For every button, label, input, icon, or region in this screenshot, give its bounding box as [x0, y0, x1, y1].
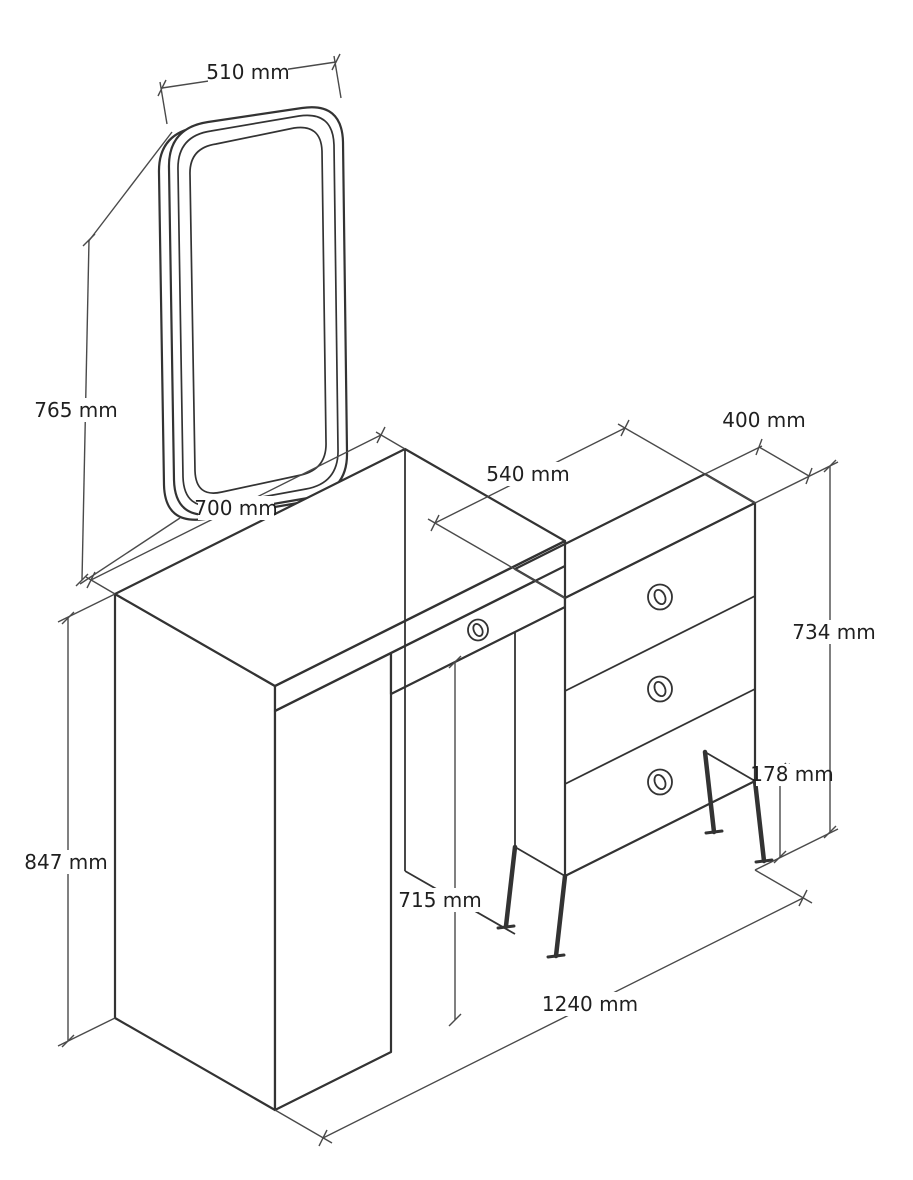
- chest-bottom-side-edge: [704, 751, 756, 782]
- dimension-desk-width: 700 mm: [85, 426, 406, 595]
- dimension-mirror-height: 765 mm: [34, 131, 181, 587]
- dim-label-total-width: 1240 mm: [542, 992, 638, 1016]
- dim-label-knee-clearance: 715 mm: [398, 888, 482, 912]
- dimension-desk-height: 847 mm: [24, 593, 116, 1048]
- chest-side-bottom-edge: [514, 846, 566, 877]
- dim-label-chest-height: 734 mm: [792, 620, 876, 644]
- drawer-divider: [564, 595, 756, 692]
- chest-front-right-leg: [752, 778, 774, 864]
- dimension-chest-depth: 400 mm: [704, 408, 813, 485]
- vanity-desk: [113, 447, 567, 1112]
- dimension-leg-height: 178 mm: [750, 762, 834, 864]
- chest-drawer-handle-icon: [647, 768, 673, 796]
- dimension-knee-clearance: 715 mm: [398, 655, 482, 1027]
- chest-drawer-handle-icon: [647, 583, 673, 611]
- dimension-total-width: 1240 mm: [274, 869, 813, 1147]
- dimension-mirror-width: 510 mm: [157, 53, 342, 125]
- dim-label-desk-width: 700 mm: [194, 496, 278, 520]
- dim-label-mirror-height: 765 mm: [34, 398, 118, 422]
- drawer-chest: [513, 472, 774, 959]
- dim-label-mirror-width: 510 mm: [206, 60, 290, 84]
- chest-back-right-leg: [702, 749, 724, 835]
- dim-label-chest-depth: 400 mm: [722, 408, 806, 432]
- dimension-chest-height: 734 mm: [754, 459, 876, 871]
- desk-edge-overstrokes: [274, 540, 567, 712]
- chest-drawer-handle-icon: [647, 675, 673, 703]
- dimension-chest-width: 540 mm: [427, 419, 756, 599]
- dim-label-desk-height: 847 mm: [24, 850, 108, 874]
- desk-underside: [404, 449, 566, 935]
- chest-back-left-leg: [496, 844, 518, 930]
- mirror-inner-frame: [177, 114, 339, 507]
- chest-front-left-leg: [546, 873, 568, 959]
- desk-drawer-handle-icon: [467, 618, 489, 642]
- dim-label-chest-width: 540 mm: [486, 462, 570, 486]
- dimension-annotations: 510 mm 765 mm 700 mm: [24, 53, 876, 1147]
- dim-label-leg-height: 178 mm: [750, 762, 834, 786]
- drawer-divider: [564, 688, 756, 785]
- mirror-glass: [189, 126, 327, 494]
- mirror: [157, 106, 349, 521]
- desk-pedestal-front: [273, 651, 393, 1112]
